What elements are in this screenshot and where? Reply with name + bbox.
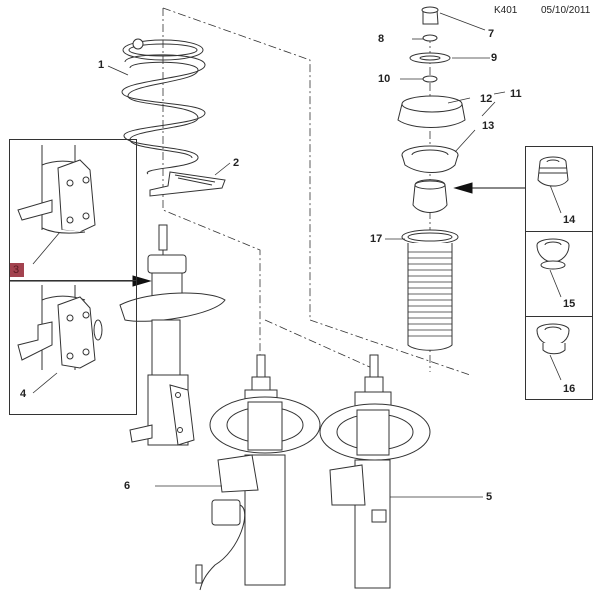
callout-6[interactable]: 6 xyxy=(124,480,131,492)
coil-spring xyxy=(122,39,205,174)
assembly-guide-lines xyxy=(163,8,470,375)
callout-3[interactable]: 3 xyxy=(10,263,25,277)
strut xyxy=(320,355,430,588)
callout-9[interactable]: 9 xyxy=(491,52,498,64)
top-mount-stack xyxy=(398,7,465,350)
strut-left xyxy=(120,225,225,445)
callout-15[interactable]: 15 xyxy=(563,298,576,310)
callout-4[interactable]: 4 xyxy=(20,388,27,400)
callout-11[interactable]: 11 xyxy=(510,88,522,100)
leader-lines xyxy=(33,13,561,497)
callout-17[interactable]: 17 xyxy=(370,233,383,245)
diagram-code: K401 xyxy=(494,5,518,16)
diagram-date: 05/10/2011 xyxy=(541,5,591,16)
callout-8[interactable]: 8 xyxy=(378,33,385,45)
callout-7[interactable]: 7 xyxy=(488,28,495,40)
inset-panel-left xyxy=(9,139,137,415)
strut-with-sensor xyxy=(196,355,320,590)
callout-10[interactable]: 10 xyxy=(378,73,391,85)
callout-5[interactable]: 5 xyxy=(486,491,493,503)
callout-16[interactable]: 16 xyxy=(563,383,576,395)
spring-seat xyxy=(150,172,225,196)
bracket-variant-b-drawing xyxy=(18,285,102,370)
bump-stop-drawings xyxy=(537,157,569,354)
inset-divider-right-2 xyxy=(525,316,593,317)
inset-divider-left xyxy=(9,280,137,281)
pointer-arrows xyxy=(10,183,525,286)
bracket-variant-a-drawing xyxy=(18,145,95,233)
inset-divider-right-1 xyxy=(525,231,593,232)
callout-12[interactable]: 12 xyxy=(480,93,493,105)
callout-1[interactable]: 1 xyxy=(98,59,105,71)
callout-2[interactable]: 2 xyxy=(233,157,240,169)
callout-13[interactable]: 13 xyxy=(482,120,495,132)
inset-panel-right xyxy=(525,146,593,400)
callout-14[interactable]: 14 xyxy=(563,214,576,226)
